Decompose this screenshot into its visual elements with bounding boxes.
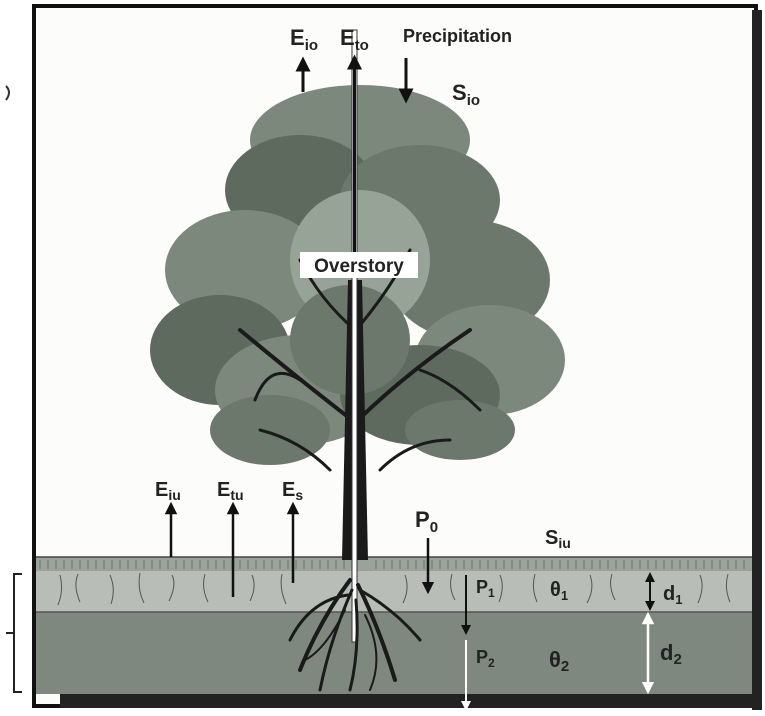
precipitation-label: Precipitation bbox=[403, 26, 512, 46]
frame-shadow-bottom bbox=[60, 694, 762, 708]
frame-shadow-right bbox=[752, 10, 762, 710]
overstory-label: Overstory bbox=[314, 256, 404, 277]
layer-bracket bbox=[6, 574, 22, 692]
soil-layer-1 bbox=[36, 571, 752, 612]
edge-mark bbox=[6, 86, 9, 100]
litter-layer bbox=[36, 557, 752, 571]
